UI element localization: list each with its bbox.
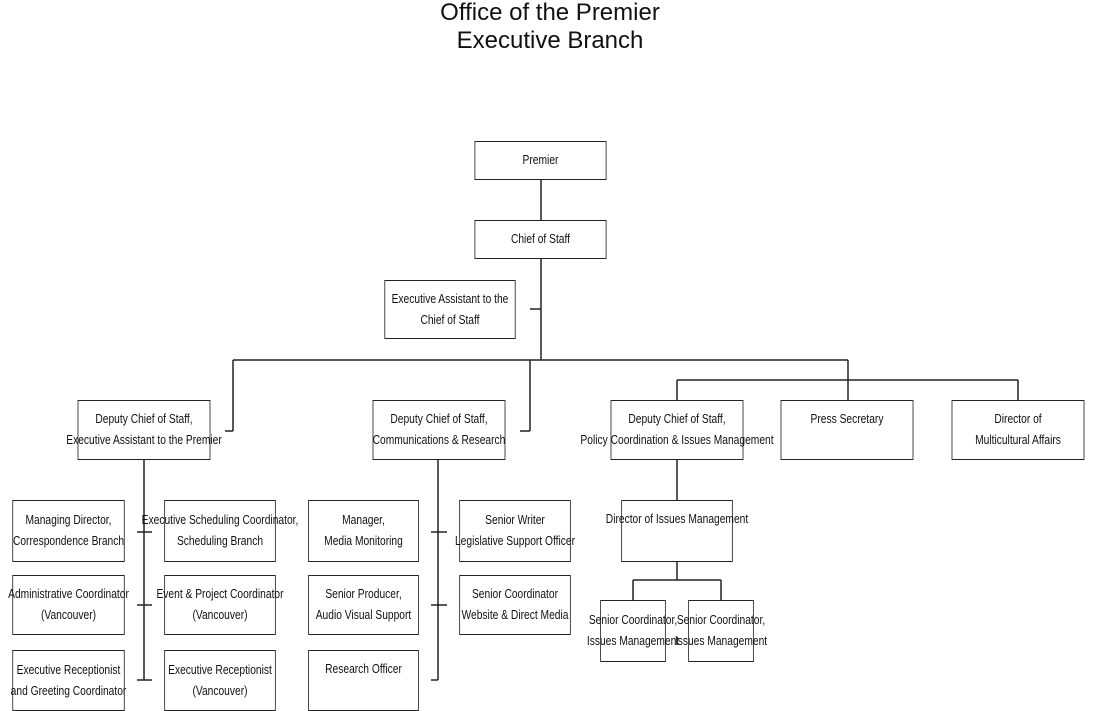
exec-receptionist-vancouver-line-2: (Vancouver)	[192, 683, 248, 698]
director-multicultural-line-1: Director of	[994, 412, 1042, 426]
administrative-coordinator-box: Administrative Coordinator (Vancouver)	[8, 575, 129, 635]
exec-scheduling-coordinator-line-2: Scheduling Branch	[176, 534, 264, 548]
director-issues-management-box: Director of Issues Management	[606, 500, 748, 562]
senior-writer-line-2: Legislative Support Officer	[454, 534, 576, 548]
senior-coordinator-issues-1-line-1: Senior Coordinator,	[588, 613, 678, 627]
exec-receptionist-vancouver-line-1: Executive Receptionist	[168, 662, 272, 677]
research-officer-label: Research Officer	[325, 662, 402, 676]
exec-receptionist-greeting-line-1: Executive Receptionist	[16, 662, 121, 677]
press-secretary-label: Press Secretary	[810, 412, 884, 426]
senior-coordinator-website-line-2: Website & Direct Media	[461, 608, 569, 622]
event-project-coordinator-line-2: (Vancouver)	[192, 608, 248, 622]
deputy-chief-communications-line-1: Deputy Chief of Staff,	[390, 412, 488, 426]
deputy-chief-exec-assistant-line-2: Executive Assistant to the Premier	[66, 433, 222, 447]
exec-scheduling-coordinator-box: Executive Scheduling Coordinator, Schedu…	[142, 500, 298, 562]
executive-assistant-chief-of-staff-line-1: Executive Assistant to the	[391, 291, 509, 306]
senior-writer-box: Senior Writer Legislative Support Office…	[455, 500, 575, 562]
research-officer-box: Research Officer	[308, 650, 419, 711]
exec-scheduling-coordinator-line-1: Executive Scheduling Coordinator,	[141, 513, 299, 527]
senior-coordinator-issues-1-box: Senior Coordinator, Issues Management	[587, 600, 679, 662]
senior-coordinator-issues-2-line-2: Issues Management	[674, 634, 768, 648]
deputy-chief-communications-box: Deputy Chief of Staff, Communications & …	[372, 400, 506, 460]
senior-coordinator-issues-1-line-2: Issues Management	[586, 634, 680, 648]
managing-director-box: Managing Director, Correspondence Branch	[12, 500, 125, 562]
senior-coordinator-website-box: Senior Coordinator Website & Direct Medi…	[459, 575, 571, 635]
director-multicultural-box: Director of Multicultural Affairs	[951, 400, 1085, 460]
chart-title-line-1: Office of the Premier	[440, 0, 660, 26]
deputy-chief-exec-assistant-line-1: Deputy Chief of Staff,	[95, 412, 193, 426]
managing-director-line-1: Managing Director,	[25, 513, 112, 527]
chart-title-line-2: Executive Branch	[456, 27, 644, 54]
deputy-chief-policy-line-1: Deputy Chief of Staff,	[628, 412, 726, 426]
manager-media-monitoring-line-2: Media Monitoring	[324, 534, 403, 548]
managing-director-line-2: Correspondence Branch	[12, 534, 125, 548]
senior-coordinator-issues-2-line-1: Senior Coordinator,	[676, 613, 766, 627]
premier-label: Premier	[522, 153, 559, 167]
senior-producer-line-2: Audio Visual Support	[315, 608, 412, 622]
senior-coordinator-website-line-1: Senior Coordinator	[471, 587, 559, 601]
deputy-chief-exec-assistant-box: Deputy Chief of Staff, Executive Assista…	[66, 400, 222, 460]
senior-producer-box: Senior Producer, Audio Visual Support	[308, 575, 419, 635]
senior-coordinator-issues-2-box: Senior Coordinator, Issues Management	[675, 600, 767, 662]
chief-of-staff-box: Chief of Staff	[474, 220, 607, 259]
senior-writer-line-1: Senior Writer	[485, 513, 545, 527]
administrative-coordinator-line-2: (Vancouver)	[40, 608, 97, 622]
manager-media-monitoring-line-1: Manager,	[342, 513, 385, 527]
event-project-coordinator-line-1: Event & Project Coordinator	[156, 587, 284, 601]
premier-box: Premier	[474, 141, 607, 180]
director-issues-management-label: Director of Issues Management	[605, 512, 749, 526]
senior-producer-line-1: Senior Producer,	[325, 587, 402, 601]
manager-media-monitoring-box: Manager, Media Monitoring	[308, 500, 419, 562]
administrative-coordinator-line-1: Administrative Coordinator	[8, 587, 129, 601]
director-multicultural-line-2: Multicultural Affairs	[975, 433, 1061, 447]
executive-assistant-chief-of-staff-box: Executive Assistant to the Chief of Staf…	[384, 280, 516, 339]
press-secretary-box: Press Secretary	[780, 400, 914, 460]
deputy-chief-policy-box: Deputy Chief of Staff, Policy Coordinati…	[580, 400, 774, 460]
exec-receptionist-vancouver-box: Executive Receptionist (Vancouver)	[164, 650, 276, 711]
event-project-coordinator-box: Event & Project Coordinator (Vancouver)	[156, 575, 284, 635]
executive-assistant-chief-of-staff-line-2: Chief of Staff	[420, 312, 480, 327]
deputy-chief-policy-line-2: Policy Coordination & Issues Management	[580, 433, 774, 447]
exec-receptionist-greeting-box: Executive Receptionist and Greeting Coor…	[10, 650, 127, 711]
exec-receptionist-greeting-line-2: and Greeting Coordinator	[10, 683, 127, 698]
chief-of-staff-label: Chief of Staff	[510, 232, 571, 246]
deputy-chief-communications-line-2: Communications & Research	[372, 433, 506, 447]
